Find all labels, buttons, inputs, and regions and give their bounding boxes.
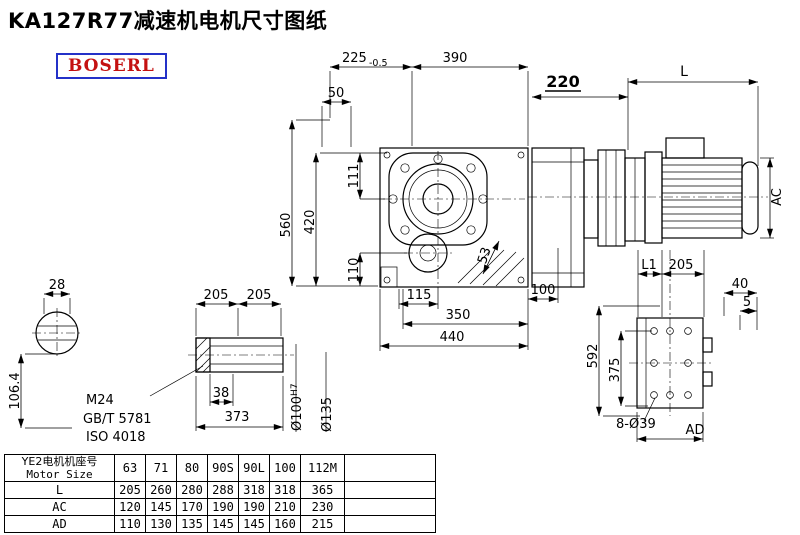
dim-8holes-label: 8-Ø39 (616, 417, 656, 432)
table-row-label: L (4, 481, 115, 499)
table-cell: 145 (207, 515, 239, 533)
brand-logo: BOSERL (56, 53, 167, 79)
table-row-AD: AD 110 130 135 145 145 160 215 (4, 515, 436, 533)
standard-iso-label: ISO 4018 (86, 430, 146, 445)
dim-110-label: 110 (347, 258, 362, 283)
dim-420-label: 420 (303, 210, 318, 235)
table-cell: 230 (300, 498, 345, 516)
page-title: KA127R77减速机电机尺寸图纸 (8, 9, 328, 33)
dim-375-label: 375 (608, 358, 623, 383)
dimensions-top: 225 -0.5 390 220 L 50 (321, 51, 759, 166)
table-cell: 205 (114, 481, 146, 499)
dim-phi135-label: Ø135 (320, 397, 335, 432)
side-view (528, 137, 768, 288)
table-cell: 280 (176, 481, 208, 499)
table-cell: 110 (114, 515, 146, 533)
flange-view: L1 205 40 5 (586, 250, 758, 442)
table-cell: 170 (176, 498, 208, 516)
dimensions-bottom: 115 100 350 440 (379, 248, 559, 351)
table-cell: 135 (176, 515, 208, 533)
dim-390-label: 390 (443, 51, 468, 66)
table-cell: 318 (269, 481, 301, 499)
brand-logo-text: BOSERL (68, 56, 155, 76)
shaft-section-view: 28 106.4 (8, 278, 82, 429)
table-cell: 365 (300, 481, 345, 499)
dim-205a-label: 205 (204, 288, 229, 303)
table-empty-cell (344, 481, 436, 499)
motor-size-table: YE2电机机座号 Motor Size 63 71 80 90S 90L 100… (4, 454, 436, 533)
table-cell: 130 (145, 515, 177, 533)
table-empty-cell (344, 454, 436, 482)
dim-AC-label: AC (770, 188, 785, 206)
dim-5-label: 5 (743, 295, 751, 310)
dim-205c-label: 205 (669, 258, 694, 273)
dim-205b-label: 205 (247, 288, 272, 303)
motor-body (661, 157, 743, 239)
dim-373-label: 373 (225, 410, 250, 425)
table-header-cell: 71 (145, 454, 177, 482)
table-cell: 260 (145, 481, 177, 499)
front-view: 53 (379, 147, 529, 288)
terminal-box (665, 137, 705, 159)
table-row-L: L 205 260 280 288 318 318 365 (4, 481, 436, 499)
dim-106-label: 106.4 (8, 372, 23, 409)
dim-225-tolerance: -0.5 (369, 58, 388, 69)
thread-spec-label: M24 (86, 393, 114, 408)
gearbox-front-outline (379, 147, 529, 288)
table-cell: 120 (114, 498, 146, 516)
dimensions-left: 560 420 111 110 (279, 119, 407, 287)
dim-40-label: 40 (732, 277, 749, 292)
dim-53-label: 53 (475, 245, 494, 265)
dim-38-label: 38 (213, 386, 230, 401)
table-cell: 145 (145, 498, 177, 516)
table-header-cell: 112M (300, 454, 345, 482)
standard-gbt-label: GB/T 5781 (83, 412, 152, 427)
dim-phi100-label: Ø100H7 (290, 383, 305, 431)
motor-end-cap (741, 161, 759, 235)
table-header-cell: 100 (269, 454, 301, 482)
table-header-motor-size: YE2电机机座号 Motor Size (4, 454, 115, 482)
table-row-label: AC (4, 498, 115, 516)
dim-AD-label: AD (686, 423, 705, 438)
adapter-neck (583, 159, 599, 239)
table-row-AC: AC 120 145 170 190 190 210 230 (4, 498, 436, 516)
dim-592-label: 592 (586, 344, 601, 369)
adapter-disc (597, 149, 626, 247)
table-header-cell: 90S (207, 454, 239, 482)
dim-L1-label: L1 (641, 258, 657, 273)
table-cell: 318 (238, 481, 270, 499)
dim-L-label: L (680, 64, 688, 80)
dim-440-label: 440 (440, 330, 465, 345)
table-header-cell: 90L (238, 454, 270, 482)
dim-350-label: 350 (446, 308, 471, 323)
dim-100-label: 100 (531, 283, 556, 298)
table-cell: 210 (269, 498, 301, 516)
table-row-label: AD (4, 515, 115, 533)
dim-220-label: 220 (546, 72, 579, 91)
table-cell: 215 (300, 515, 345, 533)
dimension-ac: AC (760, 157, 785, 239)
dim-50-label: 50 (328, 86, 345, 101)
motor-size-label-en: Motor Size (26, 468, 93, 481)
motor-size-label-cn: YE2电机机座号 (21, 455, 98, 468)
dim-560-label: 560 (279, 213, 294, 238)
table-cell: 145 (238, 515, 270, 533)
table-cell: 160 (269, 515, 301, 533)
table-header-cell: 63 (114, 454, 146, 482)
dim-225-label: 225 (342, 51, 367, 66)
dim-115-label: 115 (407, 288, 432, 303)
table-empty-cell (344, 515, 436, 533)
dim-28-label: 28 (49, 278, 66, 293)
table-cell: 190 (238, 498, 270, 516)
motor-flange (644, 151, 663, 244)
table-empty-cell (344, 498, 436, 516)
dim-111-label: 111 (347, 164, 362, 189)
table-cell: 288 (207, 481, 239, 499)
table-header-row: YE2电机机座号 Motor Size 63 71 80 90S 90L 100… (4, 454, 436, 482)
table-cell: 190 (207, 498, 239, 516)
table-header-cell: 80 (176, 454, 208, 482)
hollow-shaft-detail: 205 205 M24 GB/T 5781 ISO 4018 38 373 (83, 288, 335, 445)
